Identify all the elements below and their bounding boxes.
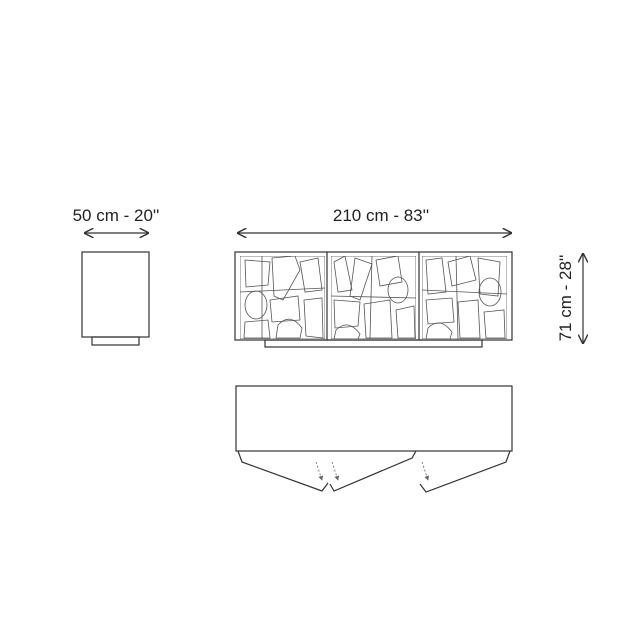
side-view (81, 251, 150, 346)
width-dimension-label: 210 cm - 83'' (333, 206, 429, 225)
depth-dimension-label: 50 cm - 20'' (73, 206, 160, 225)
door-panel-center (331, 256, 416, 339)
front-view (234, 251, 513, 348)
top-view (235, 385, 513, 493)
door-panel-left (240, 256, 325, 339)
height-dimension-label: 71 cm - 28'' (556, 255, 575, 342)
door-panel-right (422, 256, 507, 339)
